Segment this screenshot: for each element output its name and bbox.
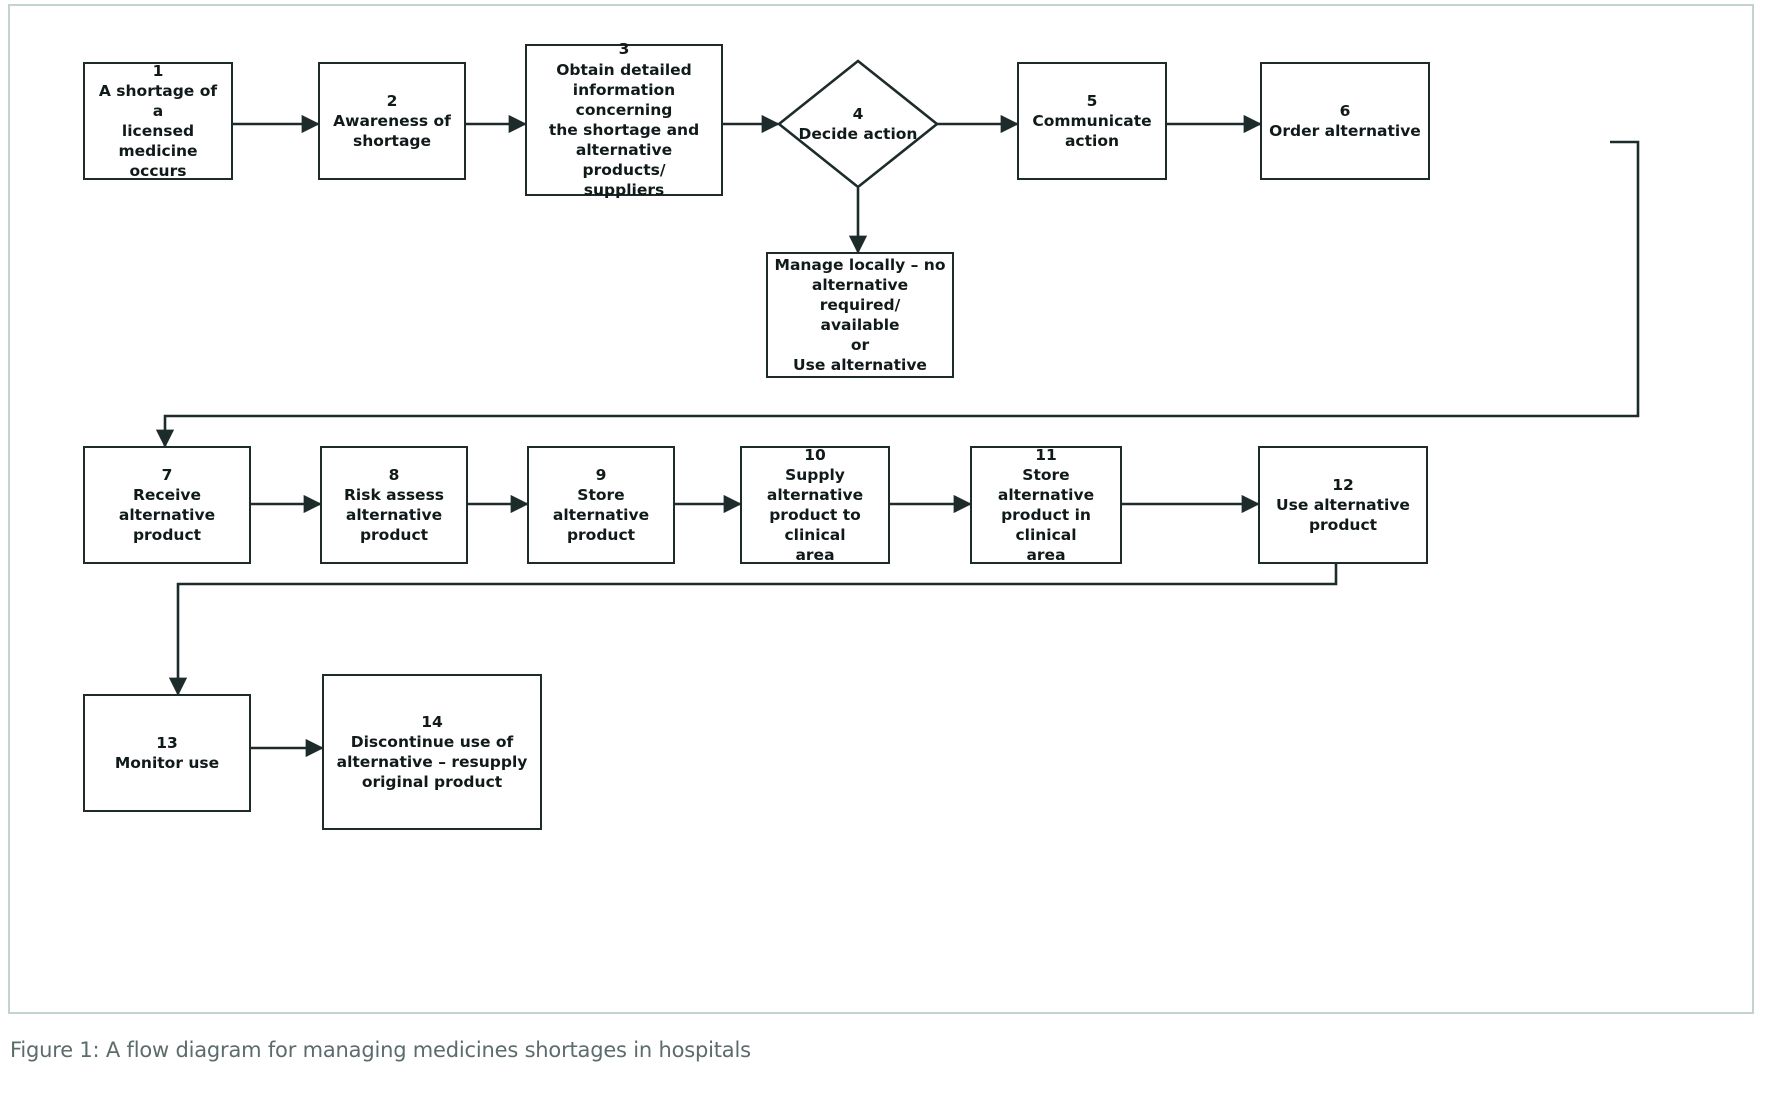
node-14-discontinue-use-of-alternative[interactable]: 14 Discontinue use of alternative – resu… bbox=[322, 674, 542, 830]
node-10-supply-alternative-product-to-clinical-area[interactable]: 10 Supply alternative product to clinica… bbox=[740, 446, 890, 564]
node-9-number: 9 bbox=[595, 465, 607, 484]
node-8-risk-assess-alternative-product[interactable]: 8 Risk assess alternative product bbox=[320, 446, 468, 564]
node-12-use-alternative-product[interactable]: 12 Use alternative product bbox=[1258, 446, 1428, 564]
node-manage-locally-label: Manage locally – no alternative required… bbox=[774, 255, 946, 375]
figure-frame: 1 A shortage of a licensed medicine occu… bbox=[8, 4, 1754, 1014]
node-12-label: Use alternative product bbox=[1276, 495, 1410, 535]
node-5-number: 5 bbox=[1086, 91, 1098, 110]
node-14-number: 14 bbox=[421, 712, 443, 731]
node-5-label: Communicate action bbox=[1032, 111, 1152, 151]
node-7-label: Receive alternative product bbox=[118, 485, 216, 545]
node-4-label: Decide action bbox=[798, 125, 918, 143]
node-3-obtain-detailed-information[interactable]: 3 Obtain detailed information concerning… bbox=[525, 40, 723, 199]
node-1-label: A shortage of a licensed medicine occurs bbox=[98, 81, 218, 181]
node-6-label: Order alternative bbox=[1269, 122, 1421, 140]
node-10-label: Supply alternative product to clinical a… bbox=[766, 465, 864, 565]
node-1-shortage-occurs[interactable]: 1 A shortage of a licensed medicine occu… bbox=[83, 62, 233, 180]
node-7-receive-alternative-product[interactable]: 7 Receive alternative product bbox=[83, 446, 251, 564]
node-1-number: 1 bbox=[152, 61, 164, 80]
node-13-monitor-use[interactable]: 13 Monitor use bbox=[83, 694, 251, 812]
node-manage-locally[interactable]: Manage locally – no alternative required… bbox=[766, 252, 954, 378]
node-11-label: Store alternative product in clinical ar… bbox=[997, 465, 1095, 565]
node-8-label: Risk assess alternative product bbox=[343, 485, 445, 545]
node-6-number: 6 bbox=[1339, 101, 1351, 120]
node-3-label: Obtain detailed information concerning t… bbox=[548, 60, 700, 200]
node-3-number: 3 bbox=[618, 40, 630, 59]
node-14-label: Discontinue use of alternative – resuppl… bbox=[336, 732, 528, 792]
node-2-number: 2 bbox=[386, 91, 398, 110]
node-2-label: Awareness of shortage bbox=[333, 111, 451, 151]
node-9-store-alternative-product[interactable]: 9 Store alternative product bbox=[527, 446, 675, 564]
node-2-awareness-of-shortage[interactable]: 2 Awareness of shortage bbox=[318, 62, 466, 180]
node-10-number: 10 bbox=[804, 445, 826, 464]
flow-diagram-canvas: 1 A shortage of a licensed medicine occu… bbox=[10, 6, 1756, 1016]
figure-caption: Figure 1: A flow diagram for managing me… bbox=[10, 1038, 751, 1062]
node-4-decide-action[interactable]: 4 Decide action bbox=[776, 58, 940, 190]
decision-diamond-shape bbox=[776, 59, 940, 189]
node-13-number: 13 bbox=[156, 733, 178, 752]
node-7-number: 7 bbox=[161, 465, 173, 484]
node-11-store-alternative-product-in-clinical-area[interactable]: 11 Store alternative product in clinical… bbox=[970, 446, 1122, 564]
node-11-number: 11 bbox=[1035, 445, 1057, 464]
node-6-order-alternative[interactable]: 6 Order alternative bbox=[1260, 62, 1430, 180]
node-8-number: 8 bbox=[388, 465, 400, 484]
node-12-number: 12 bbox=[1332, 475, 1354, 494]
node-13-label: Monitor use bbox=[114, 754, 220, 772]
node-9-label: Store alternative product bbox=[552, 485, 650, 545]
node-5-communicate-action[interactable]: 5 Communicate action bbox=[1017, 62, 1167, 180]
node-4-number: 4 bbox=[852, 104, 864, 123]
